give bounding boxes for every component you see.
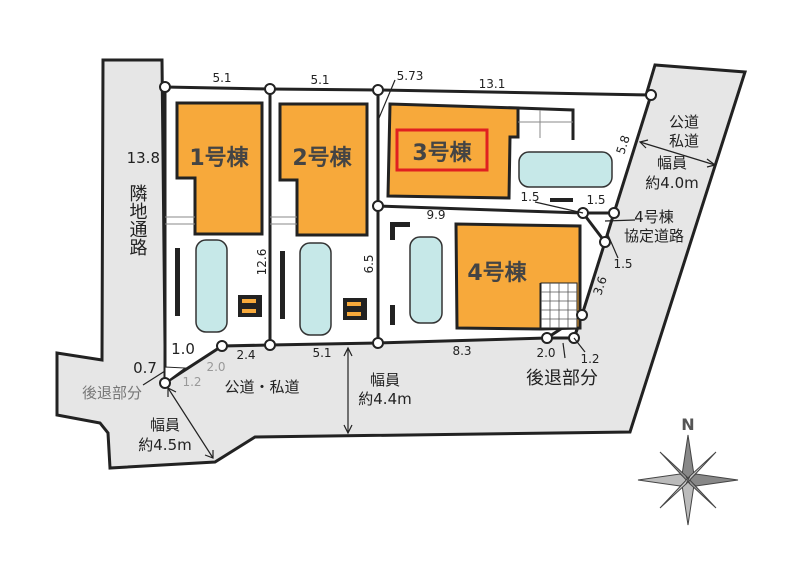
building-2 <box>278 102 369 237</box>
car-icon <box>409 236 443 324</box>
road-width-label: 約4.4m <box>358 390 411 408</box>
neighbor-road-label: 隣地通路 <box>127 184 148 256</box>
dimension-label: 5.73 <box>397 69 424 83</box>
dimension-label: 8.3 <box>452 344 471 358</box>
building-1-label: 1号棟 <box>189 145 249 171</box>
dimension-label: 5.1 <box>312 346 331 360</box>
dimension-label: 1.5 <box>613 257 632 271</box>
dimension-label: 6.5 <box>362 254 376 273</box>
north-compass-icon: N <box>637 415 739 526</box>
dimension-label: 5.8 <box>614 134 633 156</box>
building-1 <box>175 101 264 236</box>
car-icon <box>518 151 613 188</box>
dimension-label: 9.9 <box>426 208 445 222</box>
agreement-road-label: 協定道路 <box>624 227 684 245</box>
dimension-label: 5.1 <box>310 73 329 87</box>
dimension-label: 0.7 <box>133 359 157 377</box>
dimension-label: 2.0 <box>536 346 555 360</box>
dimension-label: 13.1 <box>479 77 506 91</box>
building-4-label: 4号棟 <box>467 260 527 286</box>
setback-label: 後退部分 <box>526 368 598 389</box>
road-width-label: 約4.5m <box>138 436 191 454</box>
car-icon <box>195 239 228 333</box>
road-width-label: 幅員 <box>150 416 180 434</box>
dimension-label: 1.2 <box>580 352 599 366</box>
agreement-road-label: 4号棟 <box>634 208 674 226</box>
road-label: 私道 <box>669 132 699 150</box>
car-icon <box>299 242 332 336</box>
svg-text:N: N <box>681 415 694 434</box>
dimension-label: 1.5 <box>586 193 605 207</box>
building-2-label: 2号棟 <box>292 145 352 171</box>
agreement-road-line <box>581 212 607 243</box>
dimension-label: 1.5 <box>520 190 539 204</box>
building-3-label: 3号棟 <box>412 140 472 166</box>
dimension-label: 2.4 <box>236 348 255 362</box>
road-label: 公道 <box>669 113 699 131</box>
dimension-label: 12.6 <box>255 249 269 276</box>
setback-area <box>164 366 187 384</box>
lot-divider <box>377 204 584 215</box>
svg-text:隣地通路: 隣地通路 <box>127 184 148 256</box>
road-label: 公道・私道 <box>224 378 299 396</box>
dimension-label: 3.6 <box>591 275 610 297</box>
dimension-label: 1.0 <box>171 340 195 358</box>
dimension-label: 2.0 <box>206 360 225 374</box>
road-width-label: 約4.0m <box>645 174 698 192</box>
building-3-highlight <box>395 128 489 172</box>
dimension-label: 13.8 <box>127 149 160 167</box>
road-width-label: 幅員 <box>370 371 400 389</box>
road-width-label: 幅員 <box>657 154 687 172</box>
setback-label: 後退部分 <box>82 384 142 402</box>
boundary-markers <box>159 81 657 389</box>
dimension-label: 5.1 <box>212 71 231 85</box>
dimension-label: 1.2 <box>182 375 201 389</box>
